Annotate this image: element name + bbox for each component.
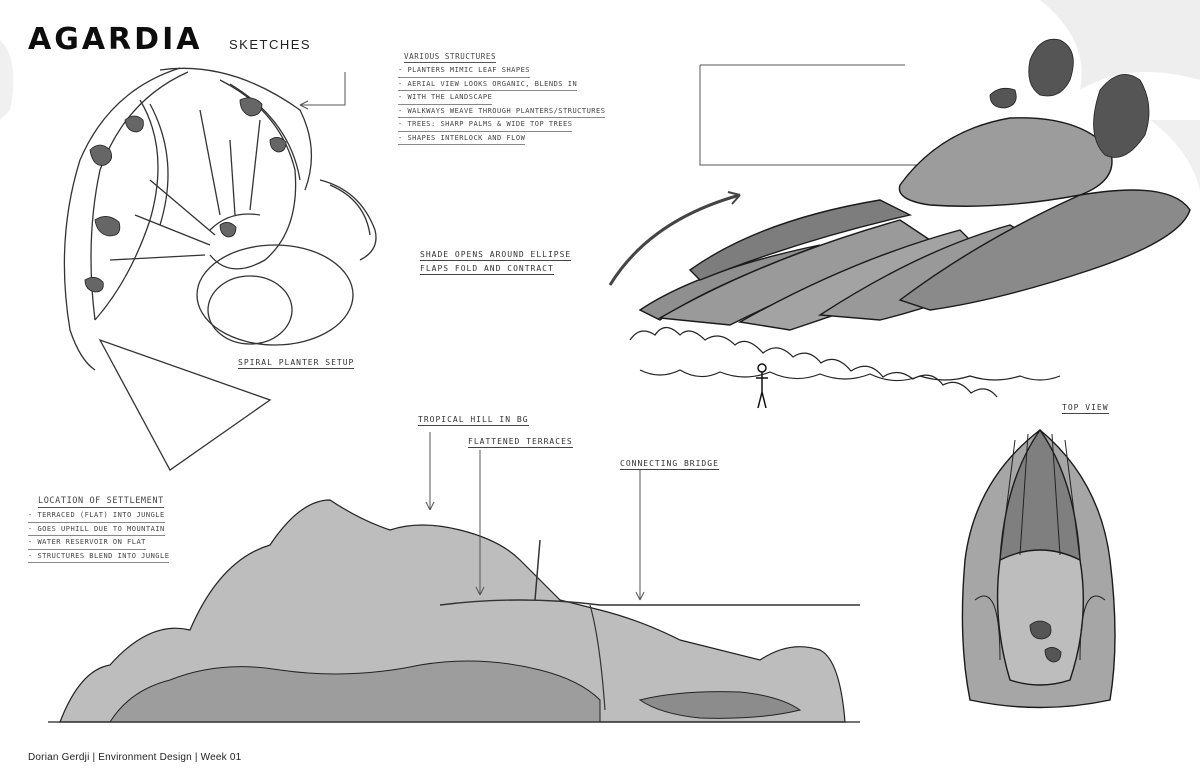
- tropical-hill-label: Tropical hill in bg: [418, 415, 529, 426]
- structures-note-item: Aerial view looks organic, blends in: [398, 78, 578, 91]
- structures-note-list: Planters mimic leaf shapes Aerial view l…: [398, 64, 606, 145]
- settlement-note-list: Terraced (flat) into jungle Goes uphill …: [28, 509, 170, 563]
- flattened-terraces-label: Flattened terraces: [468, 437, 573, 448]
- settlement-note-item: Structures blend into jungle: [28, 550, 170, 563]
- settlement-note-item: Water reservoir on flat: [28, 536, 146, 550]
- top-view-label: Top view: [1062, 403, 1109, 414]
- structures-note-item: Planters mimic leaf shapes: [398, 64, 531, 78]
- structures-note-item: with the landscape: [398, 91, 493, 105]
- spiral-planter-label: Spiral planter setup: [238, 358, 355, 369]
- structures-note-item: Shapes interlock and flow: [398, 132, 526, 145]
- footer-credit: Dorian Gerdji | Environment Design | Wee…: [28, 752, 242, 763]
- page-title: AGARDIA: [28, 22, 203, 57]
- structures-note-title: Various Structures: [404, 52, 497, 63]
- settlement-note-item: Terraced (flat) into jungle: [28, 509, 165, 523]
- structures-note-item: Trees: sharp palms & wide top trees: [398, 118, 573, 132]
- settlement-note-item: Goes uphill due to mountain: [28, 523, 165, 536]
- settlement-note-title: Location of Settlement: [38, 496, 164, 508]
- connecting-bridge-label: Connecting bridge: [620, 459, 719, 470]
- page-subtitle: SKETCHES: [229, 37, 312, 52]
- shade-label-line1: Shade opens around ellipse: [420, 250, 572, 261]
- shade-label-line2: Flaps fold and contract: [420, 264, 554, 275]
- structures-note-item: Walkways weave through planters/structur…: [398, 105, 606, 118]
